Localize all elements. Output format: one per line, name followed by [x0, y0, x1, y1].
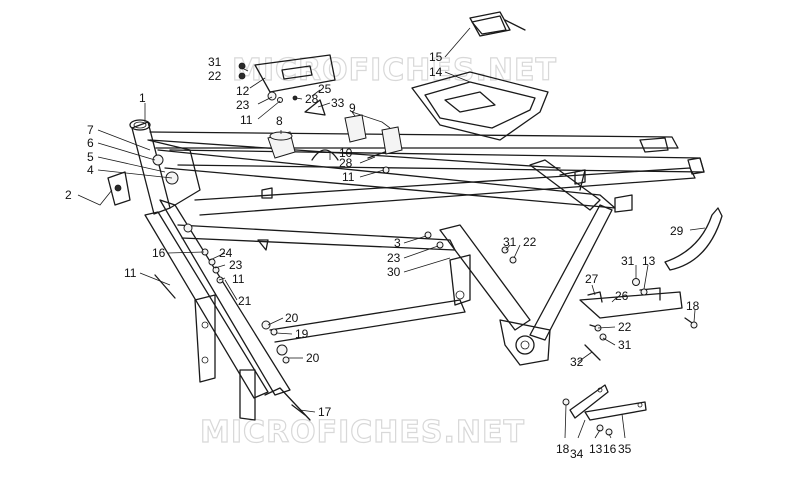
callout-24: 24 — [219, 246, 233, 260]
callout-11-d: 11 — [124, 266, 137, 280]
callout-30: 30 — [387, 265, 401, 279]
rear-brackets — [579, 207, 723, 361]
callout-28-a: 28 — [305, 92, 319, 106]
callout-18-b: 18 — [556, 442, 570, 456]
callout-17: 17 — [318, 405, 332, 419]
leader-lines — [77, 27, 706, 439]
callout-2: 2 — [65, 188, 72, 202]
callout-22-a: 22 — [208, 69, 222, 83]
callout-13-a: 13 — [642, 254, 656, 268]
callout-16-b: 16 — [603, 442, 617, 456]
callout-32: 32 — [570, 355, 584, 369]
callout-35: 35 — [618, 442, 632, 456]
callout-18-a: 18 — [686, 299, 700, 313]
upper-bracket — [238, 54, 336, 116]
watermark-top: MICROFICHES.NET — [232, 53, 557, 88]
watermark-bottom: MICROFICHES.NET — [200, 415, 525, 450]
callout-31-a: 31 — [208, 55, 222, 69]
callout-12: 12 — [236, 84, 250, 98]
callout-23-c: 23 — [387, 251, 401, 265]
callout-22-b: 22 — [523, 235, 537, 249]
callout-34: 34 — [570, 447, 584, 461]
callout-25: 25 — [318, 82, 332, 96]
callout-23-b: 23 — [229, 258, 243, 272]
callout-11-a: 11 — [240, 113, 253, 127]
callout-22-c: 22 — [618, 320, 632, 334]
callout-3: 3 — [394, 236, 401, 250]
callout-31-b: 31 — [503, 235, 517, 249]
callout-27: 27 — [585, 272, 599, 286]
callout-11-c: 11 — [232, 272, 245, 286]
callout-labels: 1 2 3 4 5 6 7 8 9 10 11 11 11 11 12 13 1… — [65, 50, 700, 461]
rubber-mounts — [267, 114, 403, 174]
callout-21: 21 — [238, 294, 252, 308]
callout-8: 8 — [276, 114, 283, 128]
callout-19: 19 — [295, 327, 309, 341]
callout-31-c: 31 — [621, 254, 635, 268]
callout-6: 6 — [87, 136, 94, 150]
callout-5: 5 — [87, 150, 94, 164]
callout-26: 26 — [615, 289, 629, 303]
main-frame — [107, 119, 705, 421]
callout-33: 33 — [331, 96, 345, 110]
callout-7: 7 — [87, 123, 94, 137]
callout-20-b: 20 — [306, 351, 320, 365]
callout-4: 4 — [87, 163, 94, 177]
callout-29: 29 — [670, 224, 684, 238]
callout-23-a: 23 — [236, 98, 250, 112]
callout-11-b: 11 — [342, 170, 355, 184]
lower-plates — [562, 384, 647, 436]
callout-31-d: 31 — [618, 338, 632, 352]
callout-28-b: 28 — [339, 156, 353, 170]
callout-13-b: 13 — [589, 442, 603, 456]
callout-20-a: 20 — [285, 311, 299, 325]
callout-16-a: 16 — [152, 246, 166, 260]
callout-9: 9 — [349, 101, 356, 115]
callout-15: 15 — [429, 50, 443, 64]
callout-1: 1 — [139, 91, 146, 105]
callout-10: 10 — [339, 146, 353, 160]
callout-14: 14 — [429, 65, 443, 79]
